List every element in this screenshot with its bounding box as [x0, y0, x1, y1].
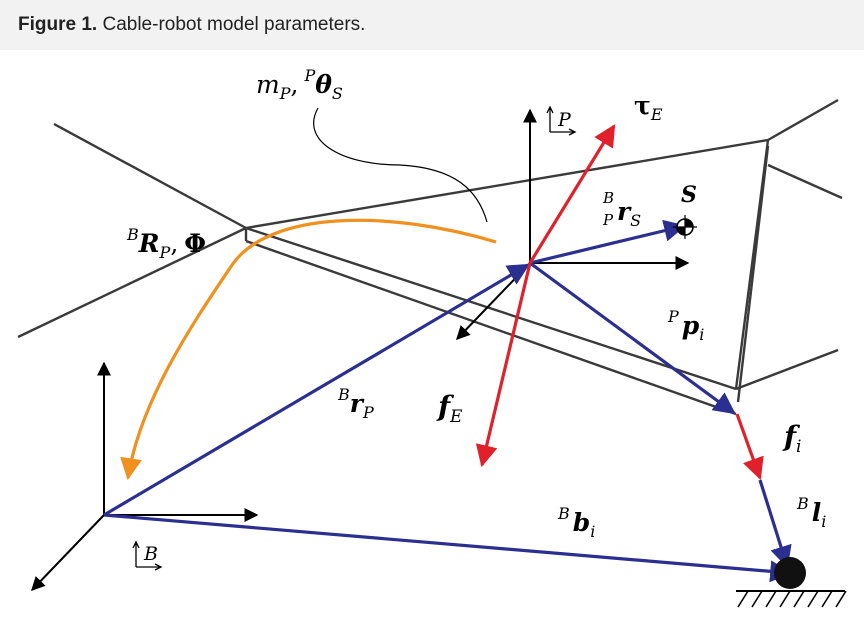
vector-b-i [103, 513, 793, 583]
label-rs-prefix-top: B [602, 189, 614, 207]
mass-leader-line [313, 107, 488, 223]
frame-b-axis-y [31, 514, 105, 592]
frame-p-axes [456, 108, 690, 341]
figure-caption-text: Cable-robot model parameters. [102, 14, 366, 35]
frame-cable-upper-right [767, 98, 839, 142]
frame-name-brackets [132, 105, 577, 571]
platform-inner-edge [245, 226, 737, 391]
label-rs: rS [617, 197, 641, 230]
force-f-e [475, 262, 532, 468]
frame-b-bracket [132, 540, 163, 571]
position-vectors [103, 219, 793, 583]
frame-cable-right [767, 163, 843, 200]
platform-bottom-edge [245, 239, 737, 416]
label-frame-p: P [557, 109, 572, 131]
label-f-e: fE [436, 390, 463, 427]
label-rs-prefix-bottom: P [602, 211, 614, 229]
vector-r-s [529, 219, 687, 265]
frame-p-bracket [546, 105, 577, 136]
vector-r-p [103, 263, 530, 517]
anchor-pulley [774, 557, 806, 589]
label-rotation: BRP,Φ [126, 225, 206, 262]
frame-cable-lower-left [17, 226, 247, 339]
platform-top-edge [245, 138, 769, 230]
figure-label: Figure 1. [18, 14, 98, 35]
platform-frame [17, 98, 843, 416]
frame-cable-lower-right [735, 348, 839, 391]
label-mass-theta: mP,PθS [256, 66, 343, 103]
rotation-arrow [120, 218, 497, 481]
label-frame-b: B [143, 543, 158, 565]
torque-tau-e [528, 124, 616, 264]
frame-cable-upper-left [53, 122, 247, 230]
cable-anchor [736, 557, 847, 608]
force-vectors [475, 124, 764, 481]
figure-caption: Figure 1. Cable-robot model parameters. [0, 0, 864, 50]
force-f-i [735, 413, 764, 481]
ground-hatching [737, 590, 847, 608]
center-of-mass-symbol [673, 215, 697, 239]
platform-right-edge-inner [736, 145, 770, 403]
label-tau-e: τE [634, 91, 663, 124]
vector-l-i [758, 479, 792, 569]
vector-p-i [529, 261, 736, 415]
label-point-s: S [681, 182, 697, 208]
label-r-p: BrP [337, 385, 374, 422]
frame-b-axes [31, 361, 259, 592]
label-f-i: fi [782, 420, 801, 457]
